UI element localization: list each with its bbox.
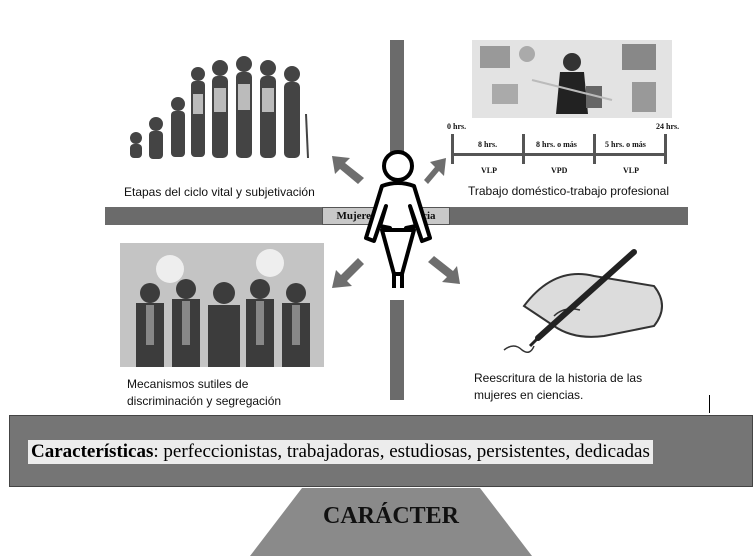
timeline-segment-3-hours: 5 hrs. o más <box>605 140 646 149</box>
timeline-segment-1-label: VLP <box>481 166 497 175</box>
life-stages-illustration <box>130 56 309 159</box>
meeting-illustration <box>120 243 324 367</box>
caption-bottom-right-line1: Reescritura de la historia de las <box>474 371 643 385</box>
timeline-start: 0 hrs. <box>447 122 467 131</box>
caption-bottom-left-line2: discriminación y segregación <box>127 394 282 408</box>
caption-bottom-left: Mecanismos sutiles de discriminación y s… <box>127 376 281 410</box>
characteristics-box: Características: perfeccionistas, trabaj… <box>9 415 753 487</box>
working-woman-collage <box>472 40 672 118</box>
arrow-top-left-icon <box>332 156 364 184</box>
caption-bottom-left-line1: Mecanismos sutiles de <box>127 377 249 391</box>
characteristics-heading: Características <box>31 441 154 462</box>
arrow-bottom-left-icon <box>332 258 364 288</box>
woman-icon <box>364 150 432 288</box>
timeline-line <box>452 153 666 156</box>
timeline-tick-1 <box>522 134 525 164</box>
timeline-tick-3 <box>664 134 667 164</box>
vertical-bar-top <box>390 40 404 152</box>
timeline-tick-0 <box>451 134 454 164</box>
characteristics-text: Características: perfeccionistas, trabaj… <box>28 440 653 464</box>
timeline-tick-2 <box>593 134 596 164</box>
arrow-bottom-right-icon <box>428 256 460 284</box>
timeline-segment-2-label: VPD <box>551 166 568 175</box>
caption-top-left: Etapas del ciclo vital y subjetivación <box>124 185 315 199</box>
characteristics-list: : perfeccionistas, trabajadoras, estudio… <box>153 441 650 462</box>
timeline-end: 24 hrs. <box>656 122 680 131</box>
caption-bottom-right: Reescritura de la historia de las mujere… <box>474 370 642 404</box>
arrow-top-right-icon <box>424 158 446 184</box>
base-trapezoid <box>250 488 532 556</box>
hand-writing-icon <box>503 249 663 353</box>
timeline-segment-1-hours: 8 hrs. <box>478 140 498 149</box>
vertical-bar-bottom <box>390 300 404 400</box>
timeline-segment-2-hours: 8 hrs. o más <box>536 140 577 149</box>
vertical-mark <box>709 395 710 413</box>
caption-top-right: Trabajo doméstico-trabajo profesional <box>468 184 669 198</box>
timeline-segment-3-label: VLP <box>623 166 639 175</box>
base-label: CARÁCTER <box>322 503 459 529</box>
caption-bottom-right-line2: mujeres en ciencias. <box>474 388 584 402</box>
